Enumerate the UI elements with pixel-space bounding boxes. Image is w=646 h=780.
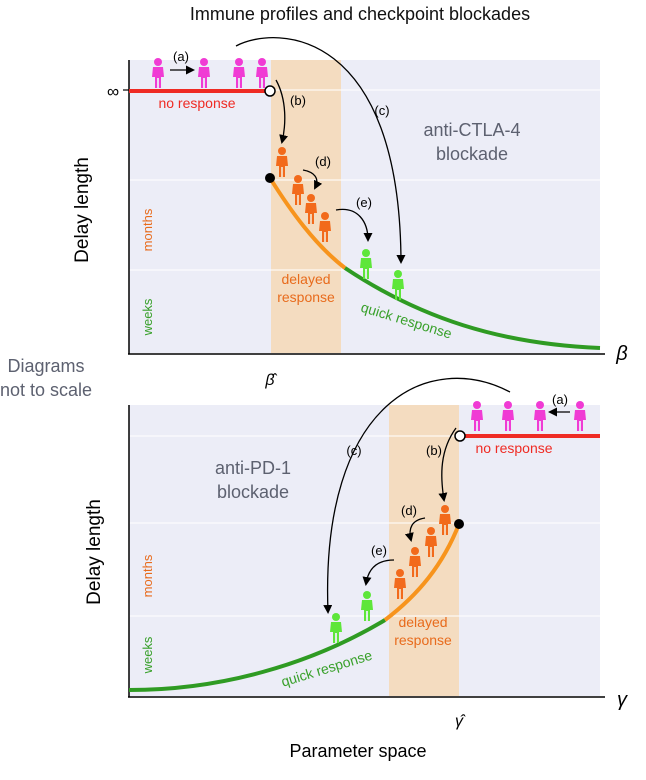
- bottom-step-e: (e): [371, 543, 387, 558]
- bottom-arrow-d: [404, 517, 426, 542]
- bottom-panel: Delay length months weeks no response de…: [84, 377, 628, 730]
- bottom-open-threshold-point: [454, 430, 466, 442]
- bottom-x-axis-symbol: γ: [617, 689, 628, 711]
- top-panel-background: [129, 60, 600, 353]
- x-axis-caption: Parameter space: [289, 741, 426, 761]
- bottom-blockade-label-1: anti-PD-1: [215, 458, 291, 478]
- top-y-axis-label: Delay length: [72, 157, 93, 263]
- top-months-label: months: [140, 208, 155, 251]
- bottom-panel-background: [129, 405, 600, 696]
- bottom-months-label: months: [140, 554, 155, 597]
- bottom-threshold-label: γ̂: [455, 713, 466, 730]
- top-delayed-curve: [268, 176, 347, 270]
- top-step-e: (e): [356, 195, 372, 210]
- side-note-line-1: Diagrams: [7, 356, 84, 376]
- top-closed-threshold-point: [265, 173, 275, 183]
- bottom-arrow-c: [323, 377, 511, 614]
- bottom-step-a: (a): [552, 392, 568, 407]
- top-threshold-label: β̂: [264, 372, 277, 389]
- bottom-delayed-label-1: delayed: [398, 614, 447, 630]
- bottom-delayed-label-2: response: [394, 632, 452, 648]
- side-note-line-2: not to scale: [0, 380, 92, 400]
- bottom-weeks-label: weeks: [140, 636, 155, 674]
- top-panel: ∞ Delay length months weeks no response …: [72, 37, 628, 389]
- top-delayed-label-2: response: [277, 289, 335, 305]
- bottom-closed-threshold-point: [454, 519, 464, 529]
- top-blockade-label-2: blockade: [436, 144, 508, 164]
- top-arrow-b: [275, 79, 288, 144]
- bottom-blockade-label-2: blockade: [217, 482, 289, 502]
- top-delayed-label-1: delayed: [281, 271, 330, 287]
- top-quick-curve: [343, 266, 601, 350]
- bottom-y-axis-label: Delay length: [84, 499, 105, 605]
- top-blockade-label-1: anti-CTLA-4: [423, 120, 520, 140]
- top-no-response-label: no response: [158, 95, 235, 111]
- top-arrow-d: [302, 169, 323, 190]
- bottom-step-b: (b): [426, 443, 442, 458]
- bottom-step-d: (d): [401, 503, 417, 518]
- top-open-threshold-point: [264, 85, 276, 97]
- top-arrow-c: [235, 37, 406, 264]
- top-step-b: (b): [290, 93, 306, 108]
- top-weeks-label: weeks: [140, 298, 155, 336]
- bottom-arrow-e: [362, 559, 395, 586]
- bottom-step-c: (c): [346, 443, 361, 458]
- top-step-a: (a): [173, 49, 189, 64]
- figure-title: Immune profiles and checkpoint blockades: [190, 4, 530, 24]
- top-step-d: (d): [315, 154, 331, 169]
- top-step-c: (c): [374, 103, 389, 118]
- bottom-no-response-label: no response: [475, 440, 552, 456]
- bottom-quick-curve: [128, 618, 387, 692]
- bottom-arrow-b: [438, 427, 457, 502]
- bottom-delayed-curve: [383, 523, 461, 622]
- top-x-axis-symbol: β: [615, 343, 627, 365]
- top-arrow-e: [335, 208, 373, 242]
- top-infinity-label: ∞: [107, 82, 119, 101]
